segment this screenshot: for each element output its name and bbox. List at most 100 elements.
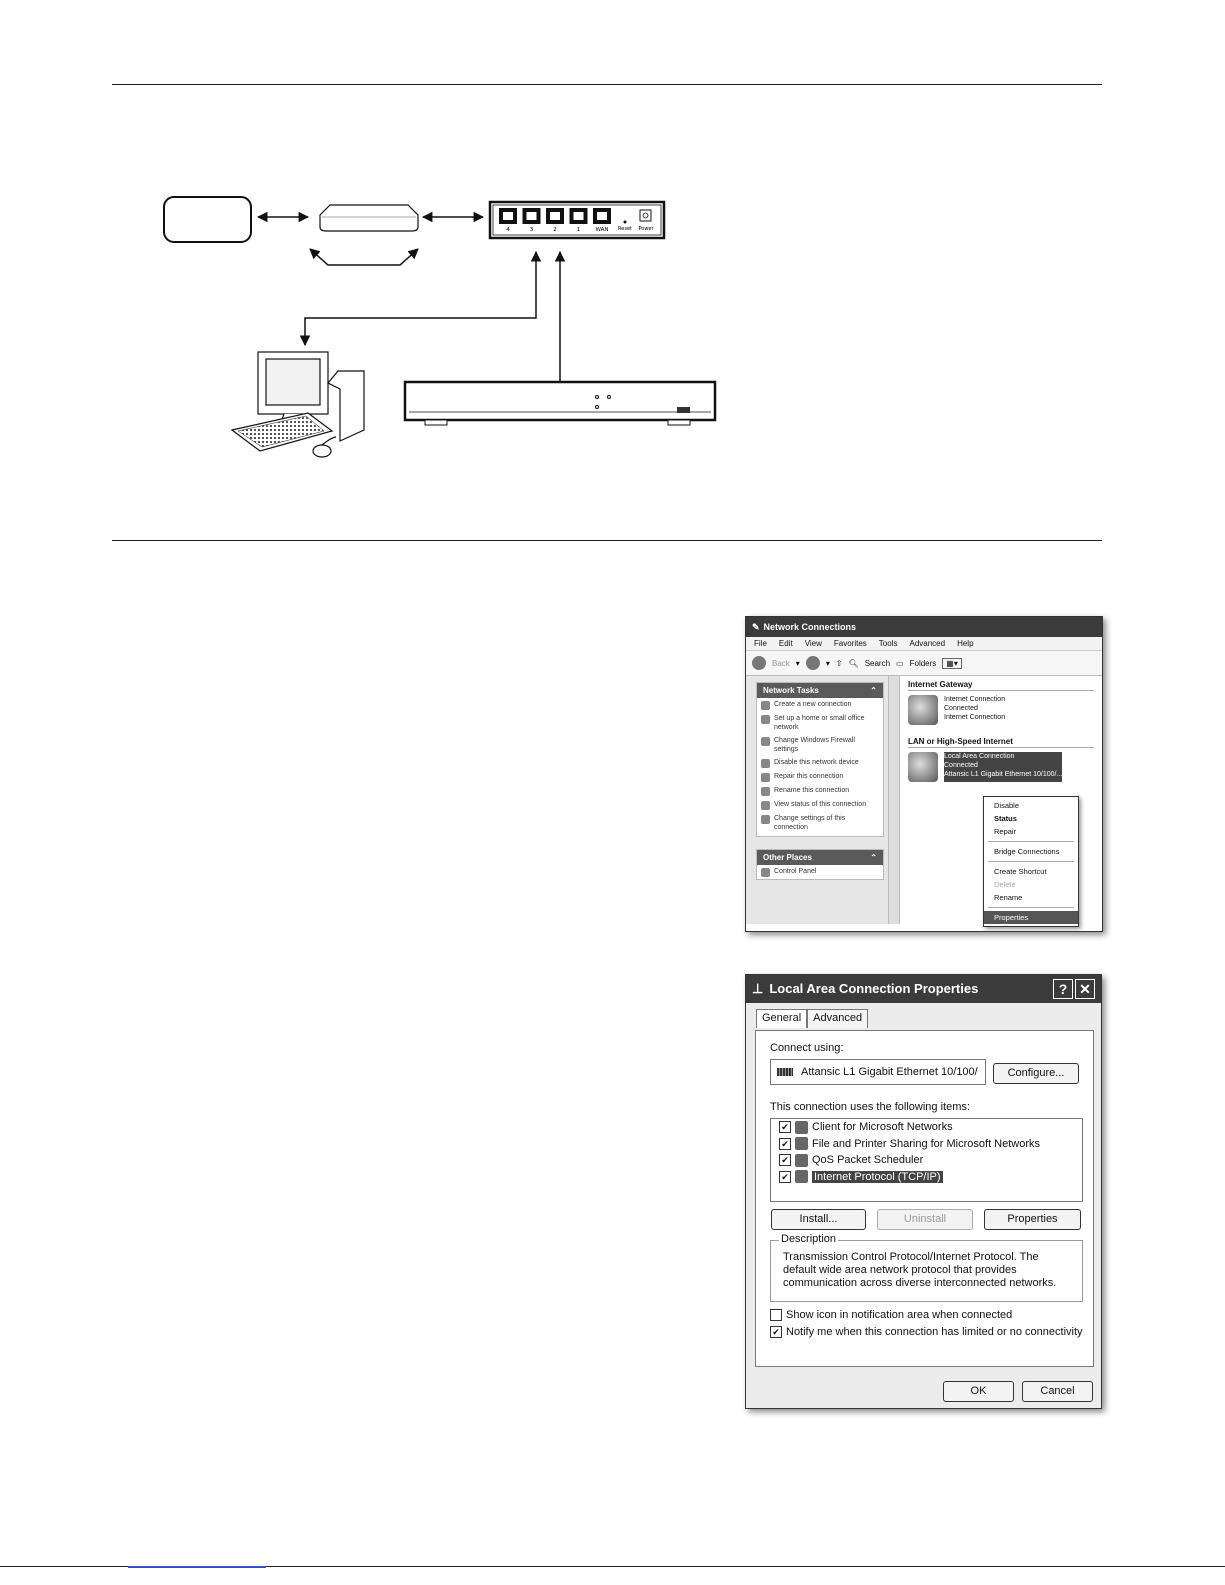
rename-icon: [761, 787, 770, 796]
components-list: ✔ Client for Microsoft Networks ✔ File and…: [770, 1118, 1083, 1202]
checkbox[interactable]: ✔: [779, 1154, 791, 1167]
item-label: File and Printer Sharing for Microsoft N…: [812, 1137, 1041, 1150]
printer-sharing-icon: [795, 1137, 808, 1151]
window-title: Network Connections: [763, 622, 857, 632]
task-item[interactable]: Set up a home or small office network: [757, 712, 883, 734]
other-places-header[interactable]: Other Places: [763, 853, 812, 862]
menu-item-bridge[interactable]: Bridge Connections: [994, 847, 1060, 856]
menu-item-status[interactable]: Status: [994, 814, 1017, 823]
gateway-icon: [908, 695, 938, 725]
dialog-titlebar: ⊥Local Area Connection Properties ? ✕: [746, 975, 1101, 1003]
dropdown-icon[interactable]: ▾: [795, 658, 800, 668]
back-button[interactable]: Back: [772, 658, 790, 668]
list-item[interactable]: ✔ Client for Microsoft Networks: [771, 1119, 1082, 1136]
task-label: Repair this connection: [774, 773, 844, 780]
group-header: LAN or High-Speed Internet: [908, 737, 1094, 748]
configure-button[interactable]: Configure...: [993, 1063, 1079, 1084]
search-button[interactable]: Search: [864, 658, 891, 668]
back-icon[interactable]: [752, 656, 766, 670]
scrollbar[interactable]: [888, 676, 900, 924]
menu-tools[interactable]: Tools: [878, 639, 898, 648]
list-item[interactable]: ✔ QoS Packet Scheduler: [771, 1152, 1082, 1169]
task-item[interactable]: Repair this connection: [757, 770, 883, 784]
checkbox[interactable]: [770, 1309, 782, 1321]
menu-help[interactable]: Help: [957, 639, 974, 648]
list-item[interactable]: ✔Internet Protocol (TCP/IP): [771, 1169, 1082, 1186]
collapse-icon[interactable]: ⌃: [870, 686, 877, 695]
local-area-connection-item[interactable]: Local Area Connection Connected Attansic…: [908, 752, 1094, 782]
network-connections-window: ✎ Network Connections File Edit View Fav…: [745, 616, 1103, 932]
folders-button[interactable]: Folders: [909, 658, 937, 668]
notify-option[interactable]: ✔ Notify me when this connection has limi…: [770, 1326, 1083, 1338]
group-header: Internet Gateway: [908, 680, 1094, 691]
search-icon[interactable]: 🔍︎: [848, 658, 859, 668]
task-label: Control Panel: [774, 868, 817, 875]
description-text: Transmission Control Protocol/Internet P…: [783, 1251, 1057, 1289]
collapse-icon[interactable]: ⌃: [870, 853, 877, 862]
tab-advanced[interactable]: Advanced: [807, 1009, 869, 1028]
menu-item-properties[interactable]: Properties: [984, 911, 1078, 924]
close-button[interactable]: ✕: [1075, 979, 1095, 999]
item-label: QoS Packet Scheduler: [812, 1154, 924, 1167]
menu-item-repair[interactable]: Repair: [994, 827, 1017, 836]
connection-device: Attansic L1 Gigabit Ethernet 10/100/...: [944, 771, 1063, 778]
description-group: Description Transmission Control Protoco…: [770, 1233, 1083, 1302]
uninstall-button: Uninstall: [877, 1209, 973, 1230]
menu-view[interactable]: View: [804, 639, 822, 648]
views-icon[interactable]: ▦▾: [942, 657, 962, 669]
menu-separator: [988, 861, 1074, 862]
forward-icon[interactable]: [805, 656, 820, 670]
menu-advanced[interactable]: Advanced: [909, 639, 946, 648]
task-label: Change settings of this connection: [774, 815, 846, 831]
network-tasks-header[interactable]: Network Tasks: [763, 686, 819, 695]
task-item[interactable]: View status of this connection: [757, 798, 883, 812]
menu-file[interactable]: File: [754, 639, 767, 648]
task-item[interactable]: Control Panel: [757, 865, 883, 879]
checkbox[interactable]: ✔: [779, 1137, 791, 1150]
router-port-label: 4: [506, 227, 510, 233]
task-label: Set up a home or small office network: [774, 715, 865, 731]
protocol-icon: [795, 1170, 808, 1184]
show-icon-option[interactable]: Show icon in notification area when conn…: [770, 1309, 1012, 1321]
install-button[interactable]: Install...: [771, 1209, 866, 1230]
dropdown-icon[interactable]: ▾: [825, 658, 830, 668]
network-tasks-panel: Network Tasks ⌃ Create a new connection S…: [756, 682, 884, 837]
task-item[interactable]: Create a new connection: [757, 698, 883, 712]
router-reset-label: Reset: [618, 226, 632, 232]
option-label: Show icon in notification area when conn…: [786, 1309, 1013, 1321]
task-item[interactable]: Disable this network device: [757, 756, 883, 770]
task-item[interactable]: Rename this connection: [757, 784, 883, 798]
task-label: Disable this network device: [774, 759, 859, 766]
checkbox[interactable]: ✔: [779, 1170, 791, 1183]
ok-button[interactable]: OK: [943, 1381, 1014, 1402]
disable-icon: [761, 759, 770, 768]
connection-device: Internet Connection: [944, 714, 1006, 721]
tab-general[interactable]: General: [756, 1009, 808, 1028]
help-button[interactable]: ?: [1053, 979, 1073, 999]
list-item[interactable]: ✔ File and Printer Sharing for Microsoft …: [771, 1136, 1082, 1153]
network-icon: ⊥: [752, 981, 764, 996]
item-label: Client for Microsoft Networks: [812, 1121, 953, 1134]
up-folder-icon[interactable]: ⇧: [835, 658, 843, 668]
settings-icon: [761, 815, 770, 824]
menu-item-create-shortcut[interactable]: Create Shortcut: [994, 867, 1047, 876]
menu-edit[interactable]: Edit: [778, 639, 793, 648]
general-tab-panel: Connect using: Attansic L1 Gigabit Ether…: [755, 1030, 1094, 1367]
adapter-name: Attansic L1 Gigabit Ethernet 10/100/: [801, 1066, 978, 1078]
folders-icon[interactable]: ▭: [896, 658, 904, 668]
properties-button[interactable]: Properties: [984, 1209, 1081, 1230]
cancel-button[interactable]: Cancel: [1022, 1381, 1093, 1402]
task-item[interactable]: Change settings of this connection: [757, 812, 883, 836]
status-icon: [761, 801, 770, 810]
option-label: Notify me when this connection has limit…: [786, 1326, 1083, 1338]
internet-connection-item[interactable]: Internet Connection Connected Internet C…: [908, 695, 1094, 725]
menu-favorites[interactable]: Favorites: [833, 639, 867, 648]
connect-using-label: Connect using:: [770, 1042, 844, 1054]
task-item[interactable]: Change Windows Firewall settings: [757, 734, 883, 756]
menu-item-disable[interactable]: Disable: [994, 801, 1020, 810]
router-port-label: WAN: [595, 227, 608, 233]
task-label: Change Windows Firewall settings: [774, 737, 855, 753]
checkbox[interactable]: ✔: [770, 1326, 782, 1338]
checkbox[interactable]: ✔: [779, 1121, 791, 1134]
menu-item-rename[interactable]: Rename: [994, 893, 1023, 902]
